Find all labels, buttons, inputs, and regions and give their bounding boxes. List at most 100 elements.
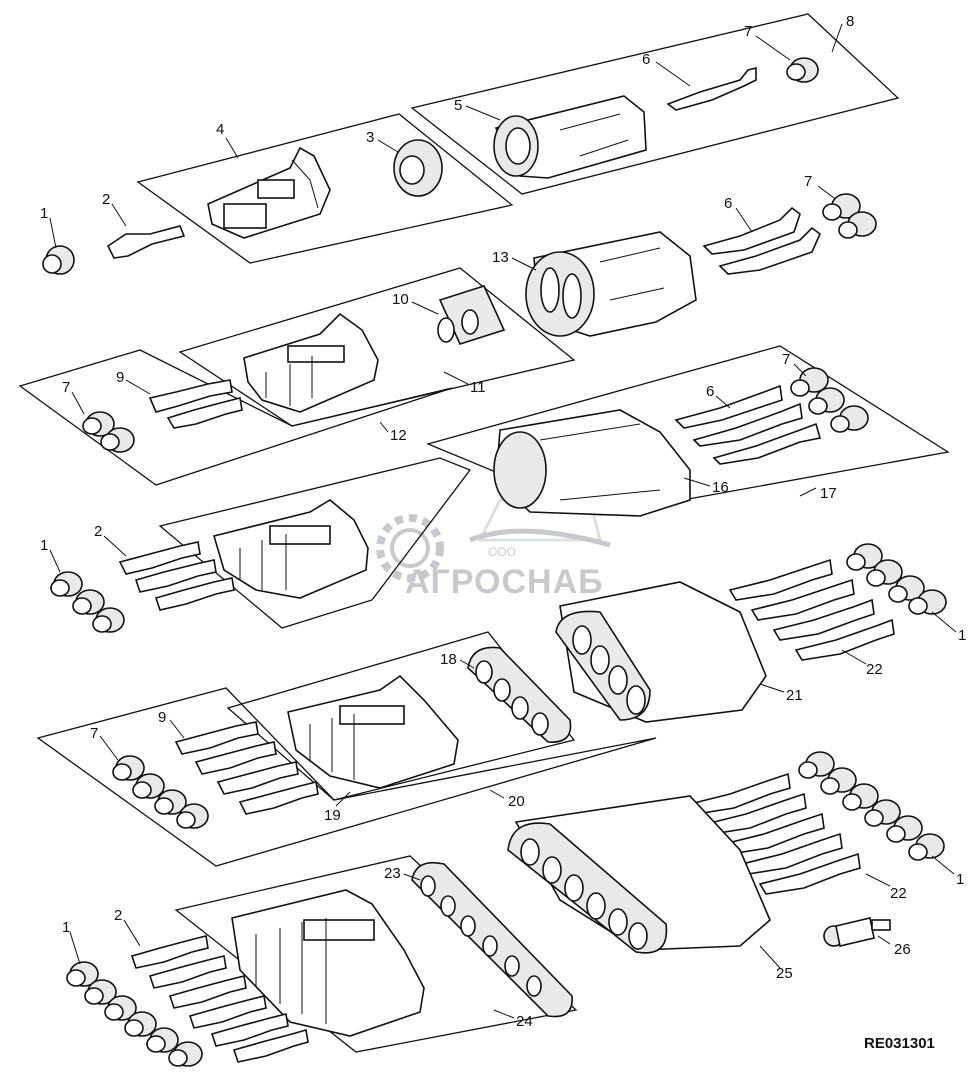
terminal-part (728, 558, 895, 661)
leader-1c (931, 611, 957, 633)
housing-part (507, 795, 771, 954)
leader-26 (877, 935, 891, 945)
callout-7: 7 (744, 23, 752, 40)
callout-9: 9 (158, 709, 166, 726)
callout-7: 7 (804, 173, 812, 190)
seal-part (786, 57, 819, 83)
callout-10: 10 (392, 291, 409, 308)
kit-panels (18, 13, 950, 1053)
callout-23: 23 (384, 865, 401, 882)
seal-part (66, 961, 203, 1067)
callout-20: 20 (508, 793, 525, 810)
callout-17: 17 (820, 485, 837, 502)
seal-part (790, 367, 869, 433)
callouts: 8 7 6 5 4 3 2 1 7 6 13 10 11 7 9 12 7 6 … (40, 13, 966, 1030)
leader-6a (655, 61, 691, 87)
leader-7b (817, 185, 835, 199)
callout-24: 24 (516, 1013, 533, 1030)
callout-8: 8 (846, 13, 854, 30)
panel-12 (18, 349, 453, 486)
callout-12: 12 (390, 427, 407, 444)
leader-20 (489, 789, 505, 799)
leader-lines (49, 23, 957, 1019)
seal-part (822, 193, 877, 239)
panel-20 (36, 687, 657, 867)
panel-19 (226, 631, 576, 801)
terminal-part (674, 384, 822, 465)
leader-2a (111, 203, 127, 227)
seal-part (50, 571, 125, 633)
leader-13 (511, 257, 537, 271)
leader-7a (755, 35, 791, 61)
leader-16 (683, 477, 711, 487)
seal-part (112, 755, 209, 829)
callout-5: 5 (454, 97, 462, 114)
leader-22b (865, 873, 891, 887)
callout-1: 1 (958, 627, 966, 644)
terminal-part (106, 225, 186, 259)
callout-22: 22 (890, 885, 907, 902)
seal-part (82, 411, 135, 453)
callout-7: 7 (782, 351, 790, 368)
callout-2: 2 (102, 191, 110, 208)
callout-7: 7 (62, 379, 70, 396)
seal-part (42, 245, 75, 275)
watermark-prefix: ООО (488, 545, 516, 559)
leader-6c (715, 395, 731, 409)
callout-21: 21 (786, 687, 803, 704)
leader-23 (403, 873, 421, 881)
callout-1: 1 (956, 871, 964, 888)
reference-code: RE031301 (864, 1035, 935, 1052)
leader-2c (123, 919, 141, 947)
gear-icon (376, 514, 444, 582)
plug-part (823, 917, 891, 947)
connector-part (212, 499, 369, 599)
leader-6b (735, 207, 753, 233)
callout-25: 25 (776, 965, 793, 982)
leader-9b (169, 719, 185, 739)
leader-1d (931, 855, 955, 875)
leader-21 (759, 683, 785, 693)
seal-part (467, 646, 572, 743)
callout-1: 1 (40, 537, 48, 554)
connector-part (231, 889, 425, 1037)
seal-part (393, 139, 443, 197)
callout-6: 6 (642, 51, 650, 68)
callout-1: 1 (40, 205, 48, 222)
leader-18 (459, 659, 475, 669)
callout-16: 16 (712, 479, 729, 496)
seal-part (846, 543, 947, 615)
callout-7: 7 (90, 725, 98, 742)
callout-1: 1 (62, 919, 70, 936)
leader-9a (125, 379, 151, 395)
callout-3: 3 (366, 129, 374, 146)
leader-8 (831, 23, 843, 53)
callout-13: 13 (492, 249, 509, 266)
callout-19: 19 (324, 807, 341, 824)
leader-7d (793, 363, 807, 377)
callout-2: 2 (114, 907, 122, 924)
housing-part (555, 581, 767, 723)
leader-1e (69, 931, 81, 965)
leader-12 (379, 421, 389, 433)
parts (42, 57, 947, 1067)
terminal-part (148, 379, 243, 429)
terminal-part (702, 206, 821, 275)
leader-1b (49, 549, 61, 573)
housing-part (493, 409, 691, 517)
leader-2b (103, 535, 127, 557)
callout-26: 26 (894, 941, 911, 958)
leader-7e (99, 735, 119, 761)
callout-11: 11 (470, 379, 486, 396)
leader-7c (71, 391, 85, 415)
leader-24 (493, 1009, 515, 1019)
terminal-part (688, 772, 861, 895)
connector-part (287, 674, 459, 789)
leader-5 (465, 105, 501, 121)
leader-10 (411, 301, 439, 315)
panel-8 (410, 13, 900, 195)
leader-1a (49, 217, 57, 249)
leader-22a (841, 649, 867, 665)
